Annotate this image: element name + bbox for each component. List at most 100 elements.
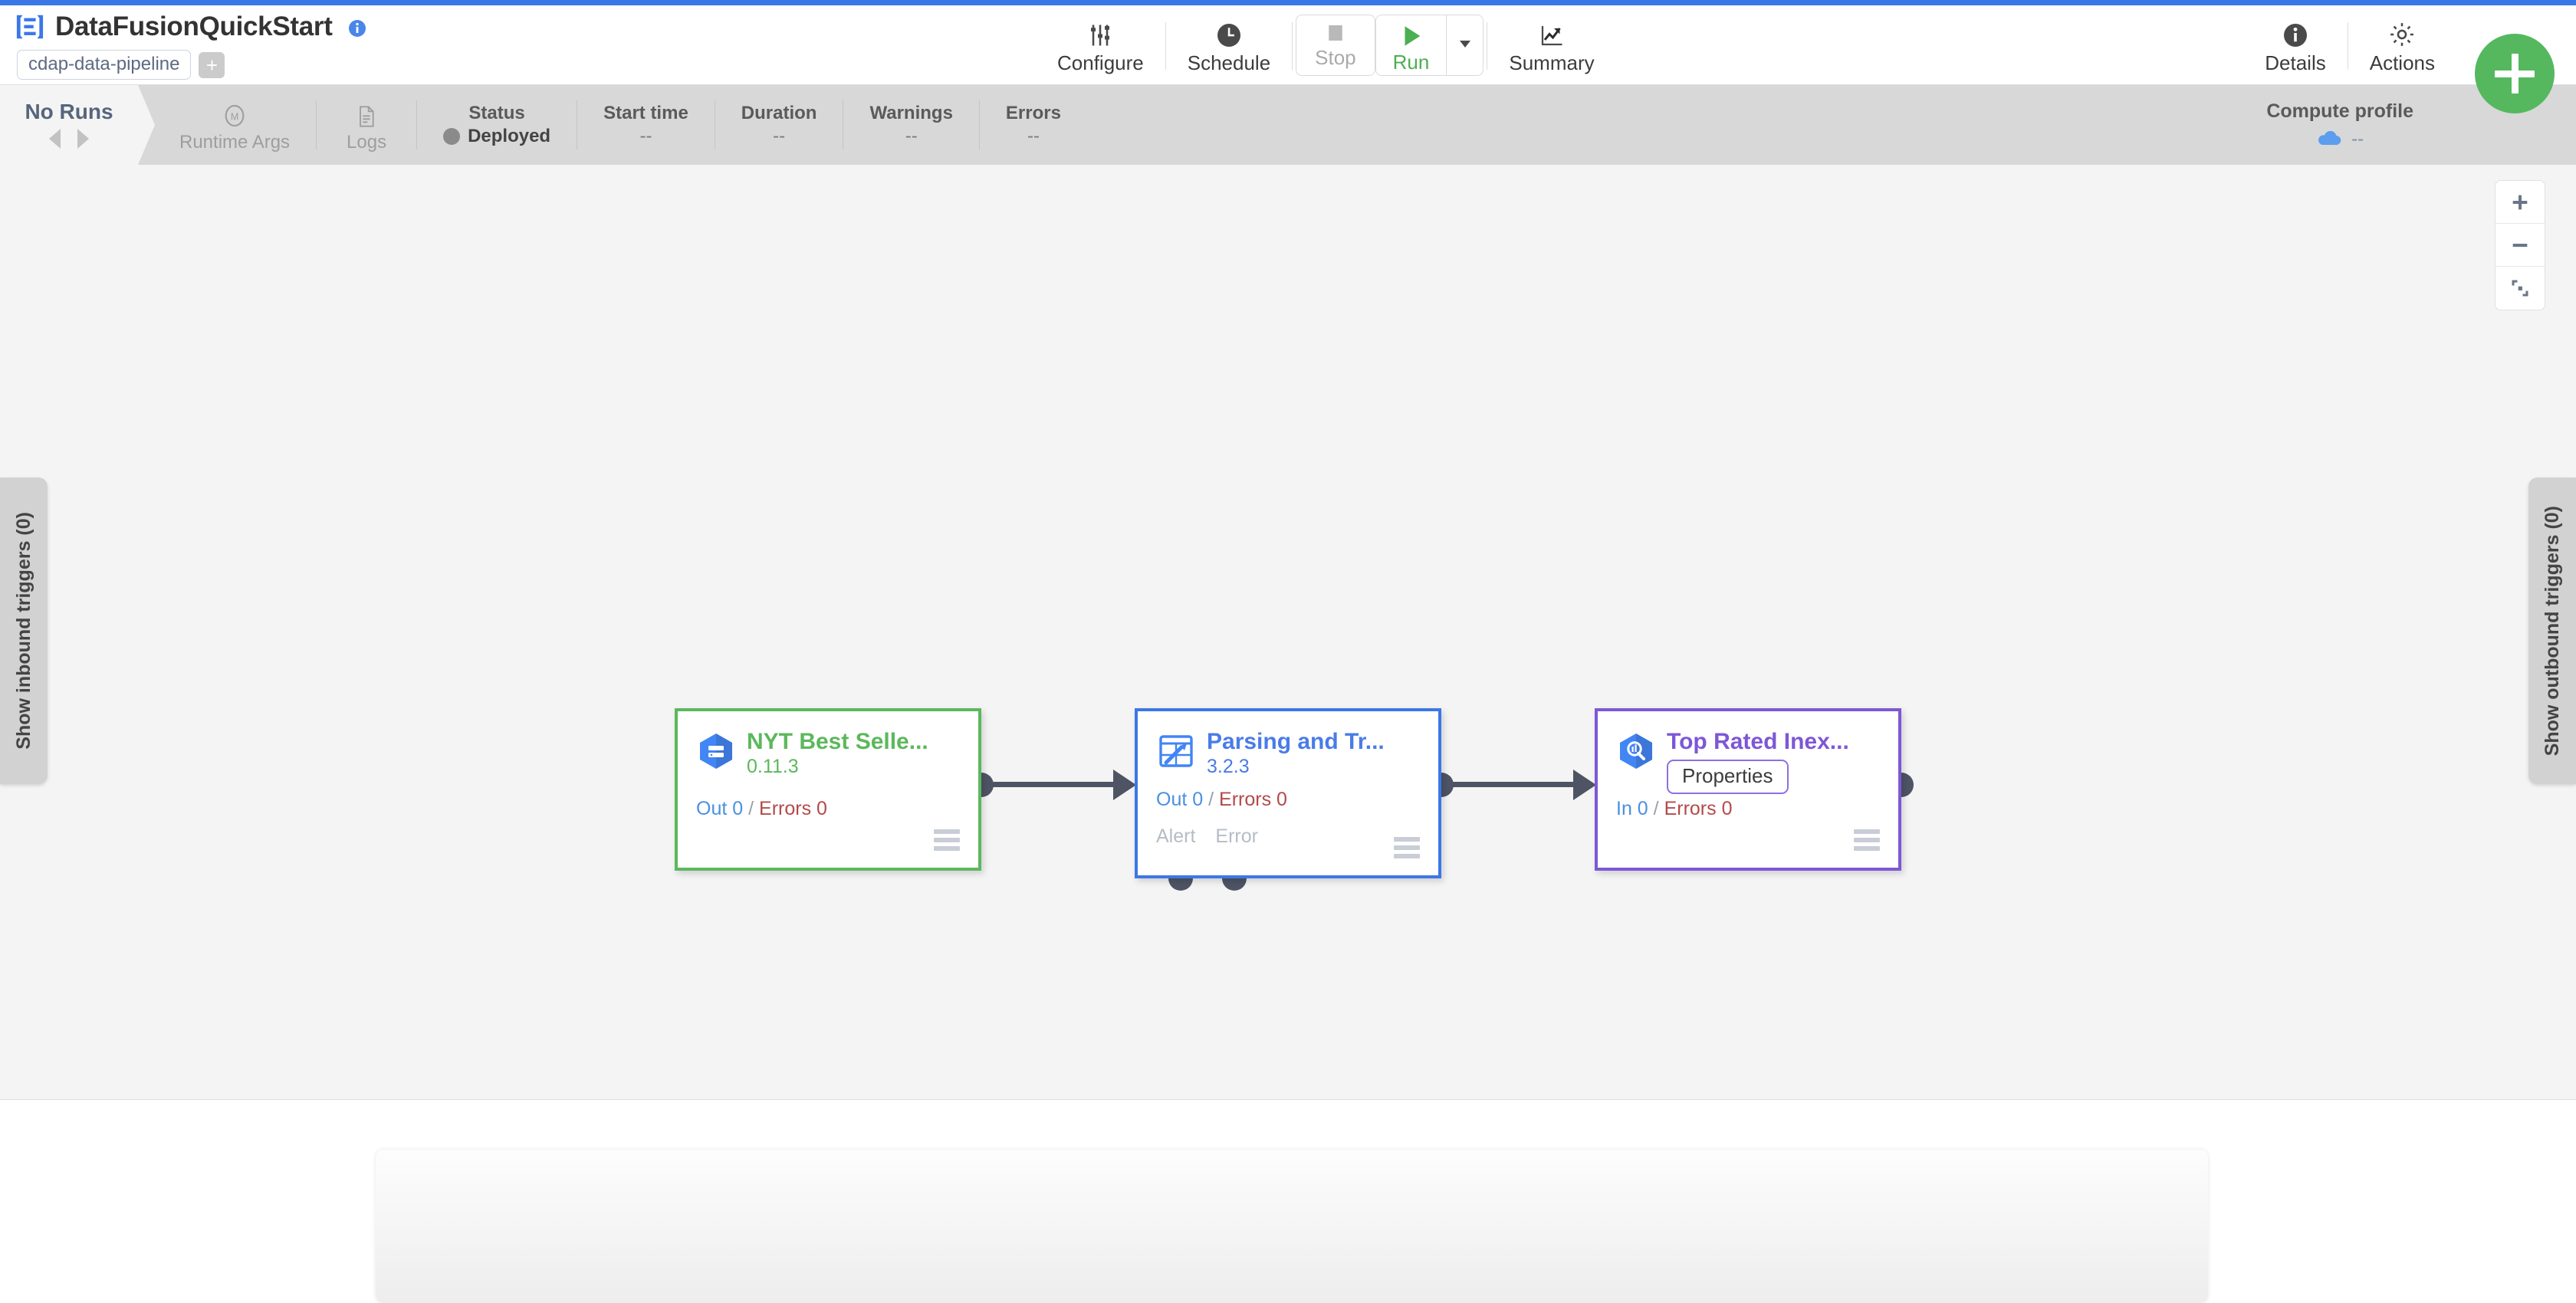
node-version-label: 3.2.3 [1207,755,1250,777]
runtime-args-button[interactable]: M Runtime Args [153,98,316,152]
info-icon[interactable] [348,19,366,38]
document-icon [354,98,379,129]
zoom-out-button[interactable] [2496,224,2545,267]
add-node-fab-button[interactable] [2475,34,2555,113]
status-header: Status [468,103,525,123]
cdap-logo-icon [16,15,44,39]
pipeline-node-sink[interactable]: Top Rated Inex... Properties In 0 / Erro… [1595,708,1901,871]
hamburger-line [1394,854,1420,858]
stat-divider [978,100,980,149]
node-error-port-label[interactable]: Error [1215,825,1258,847]
run-button[interactable]: Run [1376,15,1447,75]
chart-line-icon [1538,18,1566,49]
node-error-count: Errors 0 [759,798,827,819]
footer-panel-card [376,1150,2208,1303]
cloud-icon [2318,130,2341,145]
node-alert-port-label[interactable]: Alert [1156,825,1196,847]
node-out-count: Out 0 [1156,789,1204,810]
configure-button[interactable]: Configure [1039,8,1162,84]
hamburger-line [1394,837,1420,842]
schedule-button[interactable]: Schedule [1169,8,1289,84]
hamburger-line [1854,829,1880,834]
node-header: NYT Best Selle... 0.11.3 [678,711,978,776]
node-header: Top Rated Inex... Properties [1598,711,1898,794]
compute-profile-header: Compute profile [2266,100,2413,122]
node-out-count: Out 0 [696,798,744,819]
summary-button[interactable]: Summary [1490,8,1612,84]
status-badge: Deployed [443,127,550,146]
show-outbound-triggers-tab[interactable]: Show outbound triggers (0) [2528,478,2576,784]
run-status-bar: No Runs M Runtime Args [0,85,2576,165]
status-value: Deployed [468,126,551,146]
stop-square-icon [1324,21,1347,44]
wrangler-transform-icon [1159,735,1193,767]
logs-label: Logs [347,132,387,153]
inbound-triggers-label: Show inbound triggers (0) [12,512,34,750]
hamburger-line [934,829,960,834]
pipeline-canvas[interactable]: Show inbound triggers (0) Show outbound … [0,165,2576,1100]
duration-value: -- [773,126,786,146]
details-button[interactable]: Details [2246,8,2344,84]
brand-block: DataFusionQuickStart [15,11,366,42]
runs-count-label: No Runs [25,100,113,123]
logs-button[interactable]: Logs [317,98,416,152]
node-properties-button[interactable]: Properties [1667,759,1789,794]
metrics-separator: / [1653,798,1659,819]
fit-to-screen-button[interactable] [2496,267,2545,310]
node-menu-button[interactable] [934,829,960,851]
caret-right-icon[interactable] [77,129,89,149]
pipeline-node-source[interactable]: NYT Best Selle... 0.11.3 Out 0 / Errors … [675,708,981,871]
actions-button[interactable]: Actions [2351,8,2453,84]
sliders-icon [1086,18,1114,49]
duration-header: Duration [741,103,817,123]
caret-left-icon[interactable] [49,129,61,149]
bigquery-sink-icon [1620,734,1652,769]
node-metrics: Out 0 / Errors 0 [1156,789,1287,811]
svg-text:M: M [231,111,239,123]
warnings-stat: Warnings -- [843,104,978,146]
stat-divider [416,100,418,149]
warnings-header: Warnings [869,103,953,123]
fit-screen-icon [2512,280,2528,297]
run-button-group: Run [1375,15,1484,76]
top-accent-bar [0,0,2576,5]
arrowhead-node3 [1573,770,1596,800]
arrowhead-node2 [1113,770,1136,800]
node-metrics: In 0 / Errors 0 [1616,798,1732,820]
plus-icon [2512,195,2528,209]
toolbar-divider [1292,22,1293,70]
add-tag-button[interactable]: + [199,51,225,78]
secondary-toolbar: Details Actions [2246,8,2453,84]
macro-m-icon: M [222,98,248,129]
node-name-label: Top Rated Inex... [1667,729,1849,754]
clock-icon [1215,18,1243,49]
errors-stat: Errors -- [980,104,1087,146]
pipeline-type-row: cdap-data-pipeline + [17,50,225,80]
gear-icon [2387,18,2417,49]
pipeline-node-transform[interactable]: Parsing and Tr... 3.2.3 Out 0 / Errors 0… [1135,708,1441,878]
node-menu-button[interactable] [1854,829,1880,851]
summary-label: Summary [1509,51,1595,74]
run-options-button[interactable] [1446,15,1483,75]
node-error-count: Errors 0 [1664,798,1733,819]
configure-label: Configure [1057,51,1144,74]
plus-icon-vertical [2511,54,2518,94]
node-version-label: 0.11.3 [747,755,799,777]
metrics-separator: / [1208,789,1214,810]
status-dot-icon [443,128,461,145]
bigquery-source-icon [700,734,732,769]
zoom-in-button[interactable] [2496,181,2545,224]
stop-button[interactable]: Stop [1296,15,1375,76]
errors-value: -- [1027,126,1040,146]
node-in-count: In 0 [1616,798,1648,819]
node-text-block: Parsing and Tr... 3.2.3 [1207,730,1385,776]
compute-profile-stat[interactable]: Compute profile -- [2266,85,2413,165]
app-header: DataFusionQuickStart cdap-data-pipeline … [0,5,2576,85]
show-inbound-triggers-tab[interactable]: Show inbound triggers (0) [0,478,48,784]
play-triangle-icon [1398,18,1424,49]
start-time-stat: Start time -- [577,104,715,146]
node-menu-button[interactable] [1394,837,1420,858]
pipeline-type-badge[interactable]: cdap-data-pipeline [17,50,192,80]
compute-profile-value-row: -- [2316,129,2364,150]
duration-stat: Duration -- [715,104,843,146]
